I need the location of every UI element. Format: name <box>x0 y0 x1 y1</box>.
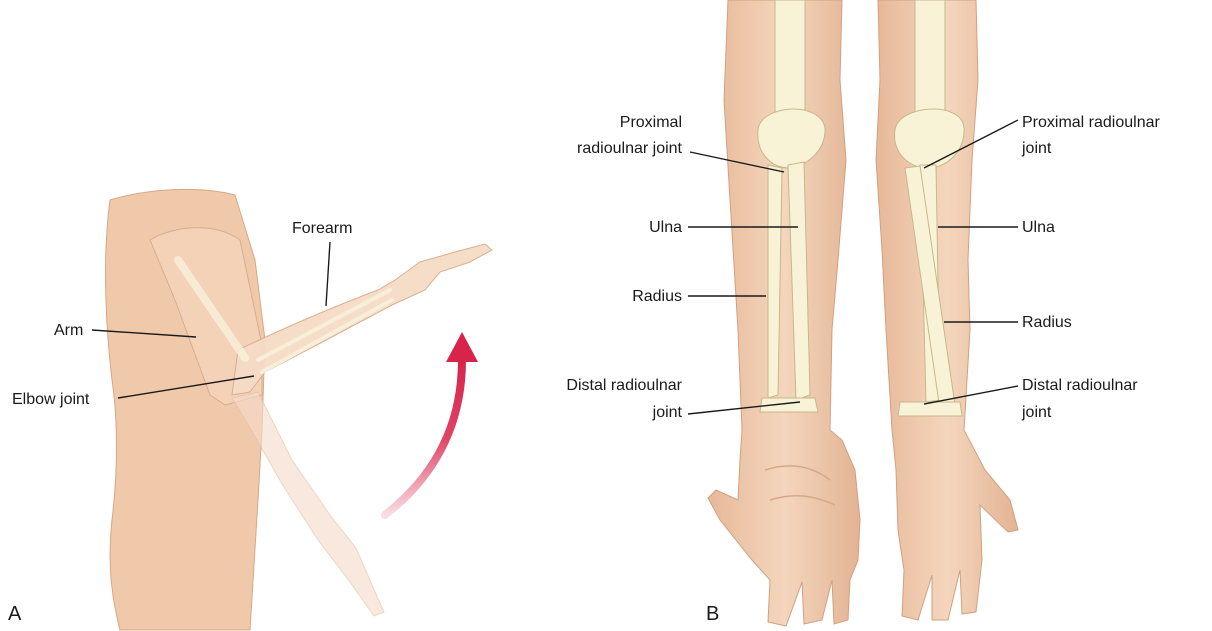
label-left-proximal-line1: Proximal <box>620 112 682 133</box>
left-humerus <box>775 0 805 115</box>
label-left-distal-line1: Distal radioulnar <box>566 375 682 396</box>
label-arm: Arm <box>54 320 83 341</box>
label-left-ulna: Ulna <box>649 217 682 238</box>
label-right-proximal-line2: joint <box>1022 138 1051 159</box>
panel-b-left-illustration <box>688 0 860 626</box>
panel-letter-a: A <box>8 603 21 626</box>
leader-forearm <box>326 242 330 306</box>
label-forearm: Forearm <box>292 218 352 239</box>
label-right-radius: Radius <box>1022 312 1072 333</box>
label-elbow-joint: Elbow joint <box>12 389 89 410</box>
right-humerus <box>915 0 945 115</box>
label-left-radius: Radius <box>632 286 682 307</box>
motion-arrow-head <box>446 332 478 362</box>
label-right-distal-line1: Distal radioulnar <box>1022 375 1138 396</box>
label-left-proximal-line2: radioulnar joint <box>577 138 682 159</box>
panel-a-illustration <box>92 189 492 630</box>
label-left-distal-line2: joint <box>653 402 682 423</box>
right-wrist-bones <box>898 402 962 416</box>
panel-letter-b: B <box>706 603 719 626</box>
label-right-proximal-line1: Proximal radioulnar <box>1022 112 1160 133</box>
motion-arrow-shaft <box>385 360 462 515</box>
right-forearm-skin <box>876 0 1018 620</box>
panel-b-right-illustration <box>876 0 1018 620</box>
label-right-distal-line2: joint <box>1022 402 1051 423</box>
raised-forearm-shape <box>232 244 492 395</box>
label-right-ulna: Ulna <box>1022 217 1055 238</box>
